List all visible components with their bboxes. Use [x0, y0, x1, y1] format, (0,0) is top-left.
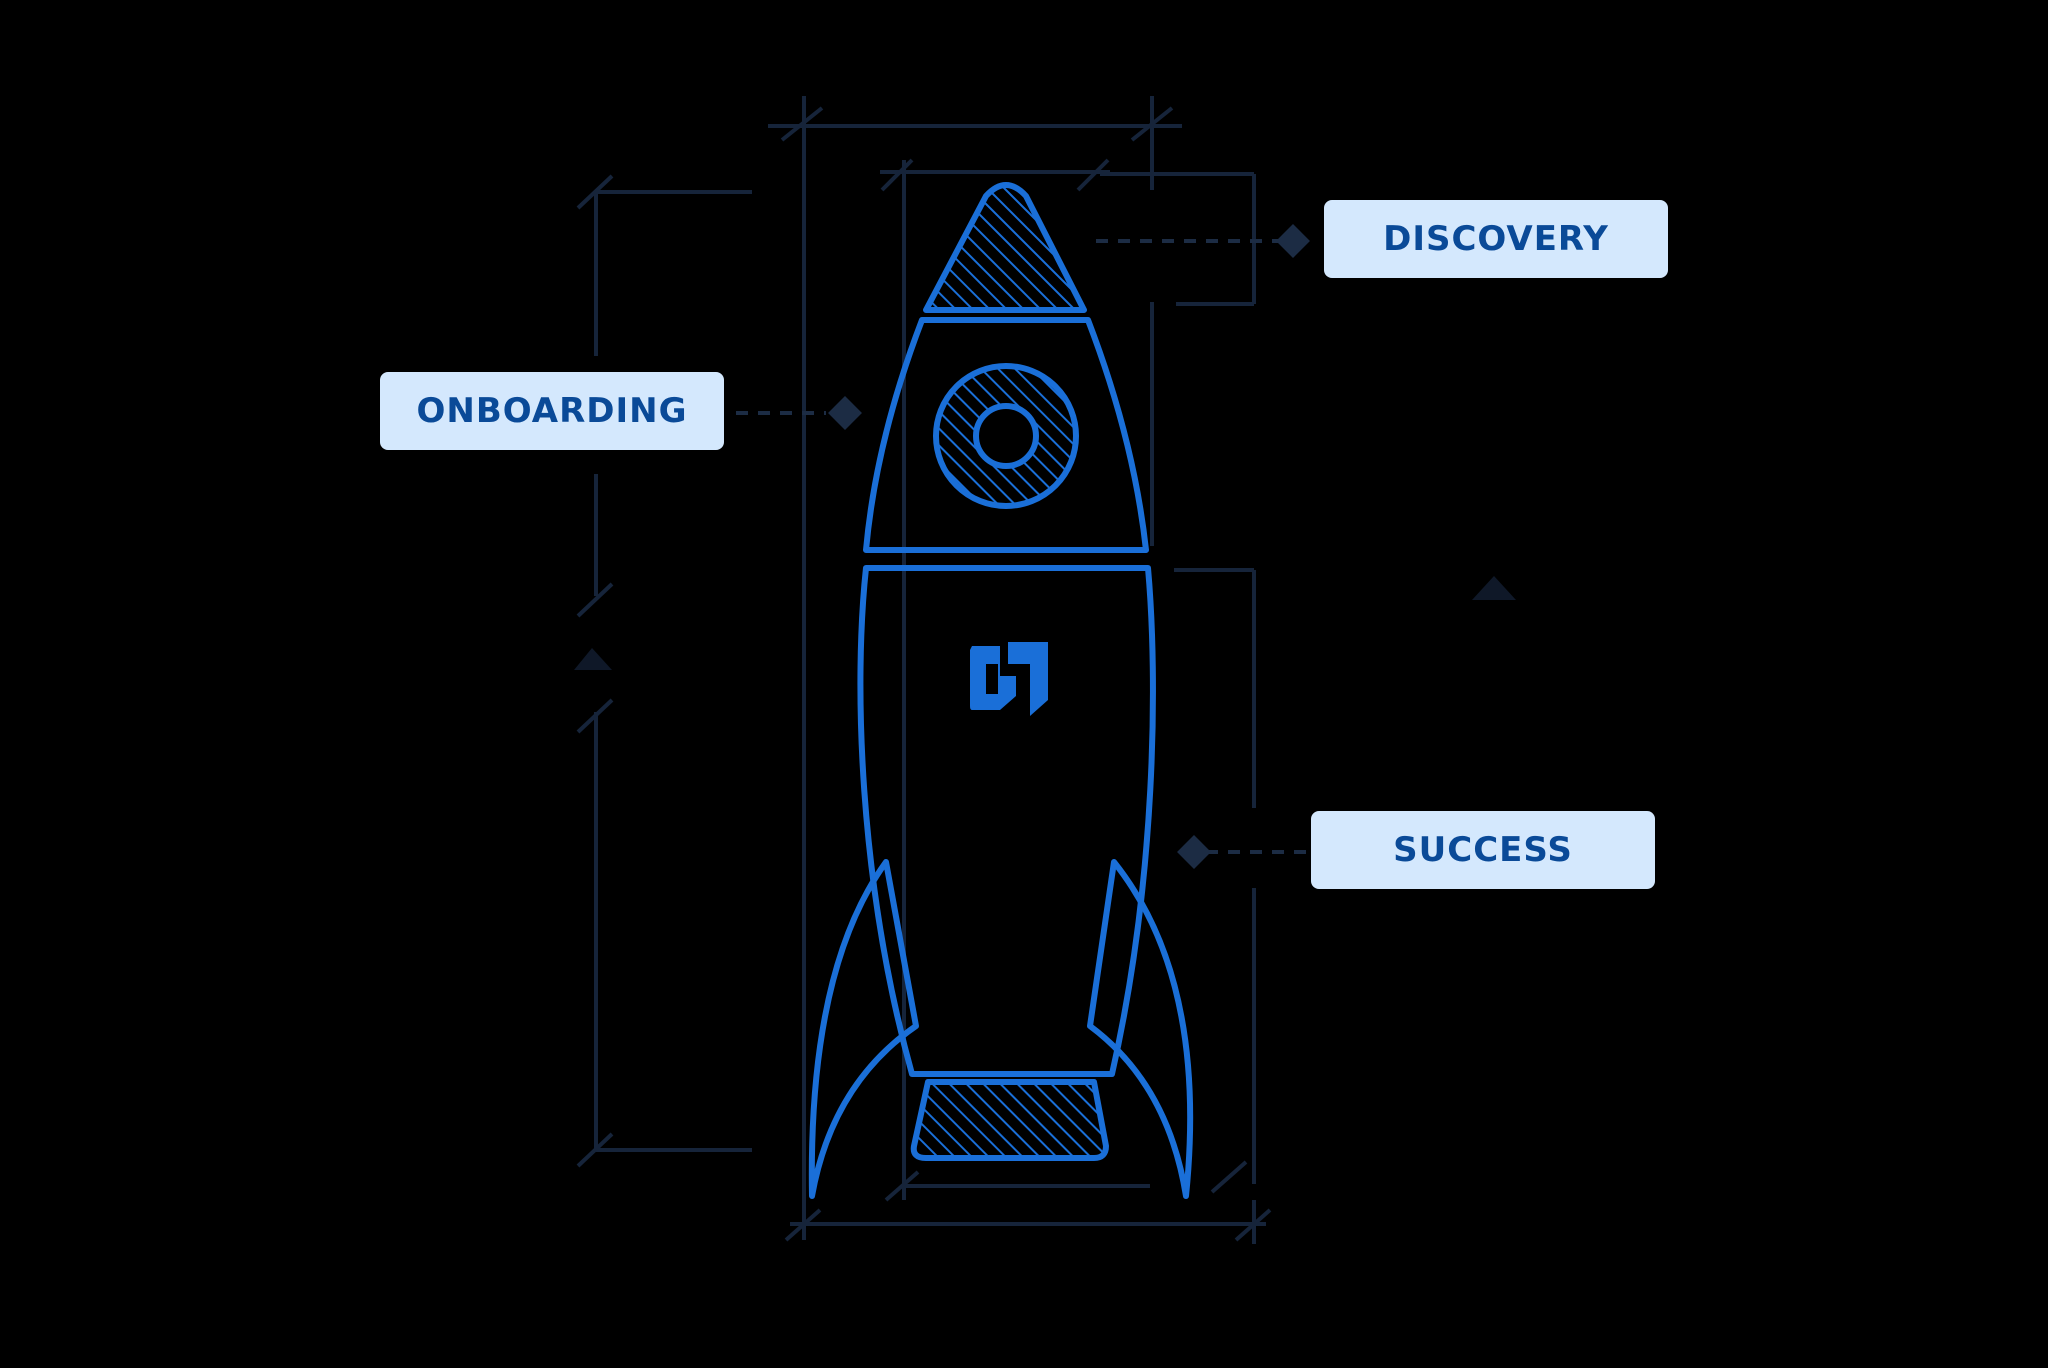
rocket-upper-body: [863, 317, 1149, 553]
rocket-nozzle: [910, 1079, 1109, 1161]
dimension-arrow: [1472, 576, 1516, 600]
rocket-left-fin: [808, 859, 919, 1199]
discovery-label-text: DISCOVERY: [1383, 219, 1609, 259]
rocket-main-body: [857, 565, 1156, 1077]
dimension-arrow: [574, 648, 612, 670]
rocket-right-fin: [1087, 859, 1194, 1199]
onboarding-label: ONBOARDING: [380, 372, 724, 450]
connector-success: [1177, 835, 1306, 869]
rocket-nose-cone: [923, 182, 1087, 313]
onboarding-label-text: ONBOARDING: [416, 391, 688, 431]
rocket-icon: [808, 182, 1194, 1199]
brand-logo-icon: [970, 642, 1048, 716]
connector-onboarding: [736, 396, 862, 430]
discovery-label: DISCOVERY: [1324, 200, 1668, 278]
dimension-lines: [576, 96, 1272, 1244]
connector-discovery: [1096, 224, 1310, 258]
success-label-text: SUCCESS: [1393, 830, 1573, 870]
success-label: SUCCESS: [1311, 811, 1655, 889]
